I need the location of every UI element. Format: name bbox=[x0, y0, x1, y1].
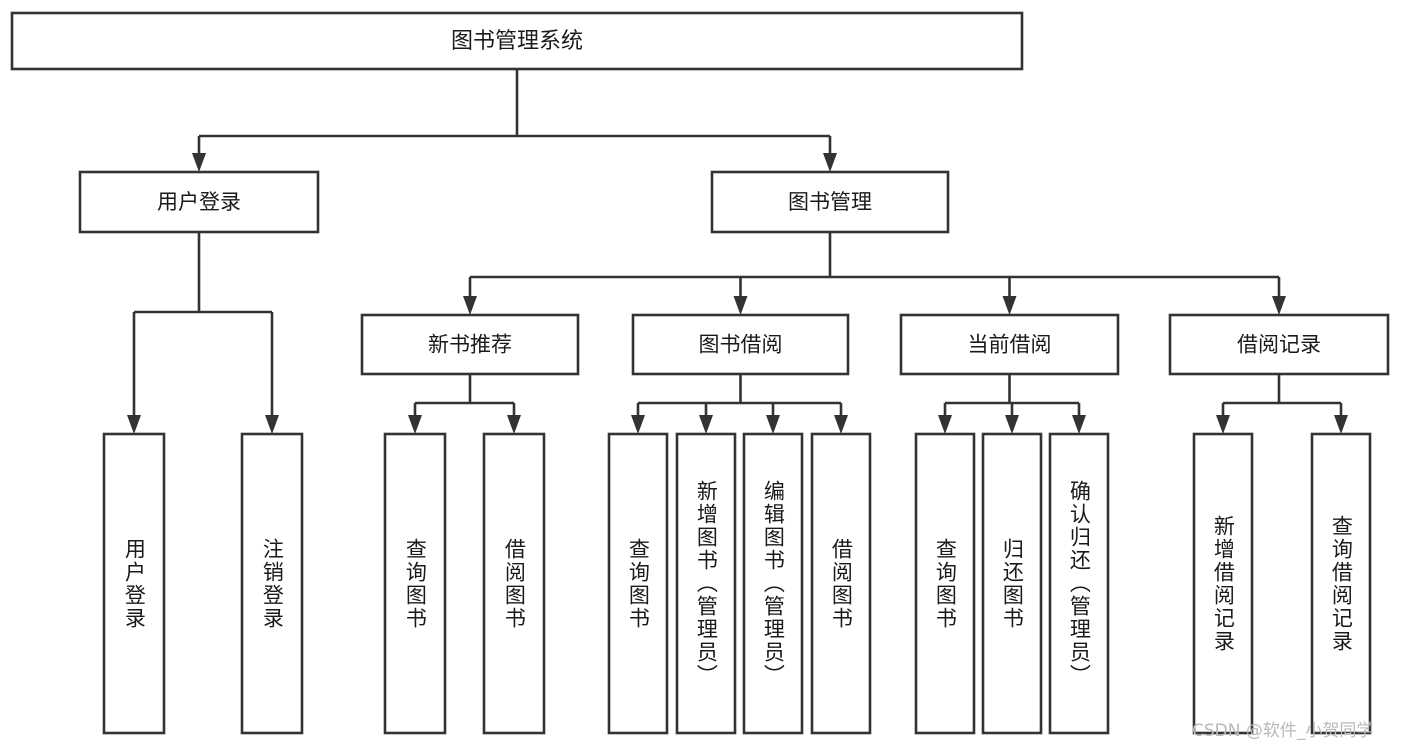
level3-node-3-label: 借阅记录 bbox=[1237, 333, 1321, 357]
leaf-node-2-box[interactable] bbox=[383, 432, 447, 735]
borrow-group-arrow-1 bbox=[699, 415, 713, 434]
leaf-node-5-box[interactable] bbox=[675, 432, 737, 735]
borrow-group-arrow-0 bbox=[631, 415, 645, 434]
arrow-to-level3-0 bbox=[463, 296, 477, 315]
leaf-node-12-box[interactable] bbox=[1310, 432, 1372, 735]
leaf-node-7-box[interactable] bbox=[810, 432, 872, 735]
leaf-node-9-box[interactable] bbox=[981, 432, 1043, 735]
level2-node-1-box[interactable] bbox=[710, 170, 950, 234]
borrow-group-arrow-2 bbox=[766, 415, 780, 434]
root-node-label: 图书管理系统 bbox=[451, 29, 583, 54]
arrow-to-level2-1 bbox=[823, 153, 837, 172]
arrow-to-level3-2 bbox=[1002, 296, 1017, 315]
newbook-group-arrow-0 bbox=[408, 415, 422, 434]
edge-layer bbox=[127, 69, 1348, 434]
level3-node-3-box[interactable] bbox=[1168, 313, 1390, 376]
level2-node-1-label: 图书管理 bbox=[788, 190, 872, 214]
newbook-group-arrow-1 bbox=[507, 415, 521, 434]
level2-node-0-box[interactable] bbox=[78, 170, 320, 234]
leaf-node-6-box[interactable] bbox=[742, 432, 804, 735]
level2-node-0-label: 用户登录 bbox=[157, 190, 241, 214]
arrow-to-level2-0 bbox=[192, 153, 206, 172]
record-group-arrow-1 bbox=[1334, 415, 1348, 434]
arrow-to-level3-3 bbox=[1272, 296, 1286, 315]
level3-node-2-box[interactable] bbox=[899, 313, 1120, 376]
current-group-arrow-2 bbox=[1072, 415, 1086, 434]
box-layer bbox=[10, 11, 1390, 735]
level3-node-1-box[interactable] bbox=[631, 313, 850, 376]
leaf-node-1-box[interactable] bbox=[240, 432, 304, 735]
leaf-node-3-box[interactable] bbox=[482, 432, 546, 735]
level3-node-0-box[interactable] bbox=[360, 313, 580, 376]
leaf-node-4-box[interactable] bbox=[607, 432, 669, 735]
level3-node-2-label: 当前借阅 bbox=[968, 333, 1052, 357]
leaf-node-8-box[interactable] bbox=[914, 432, 976, 735]
root-node-box[interactable] bbox=[10, 11, 1024, 71]
arrow-to-level3-1 bbox=[733, 296, 748, 315]
record-group-arrow-0 bbox=[1216, 415, 1230, 434]
level3-node-0-label: 新书推荐 bbox=[428, 333, 512, 357]
login-group-arrow-1 bbox=[265, 415, 279, 434]
borrow-group-arrow-3 bbox=[834, 415, 848, 434]
current-group-arrow-1 bbox=[1005, 415, 1019, 434]
leaf-node-10-box[interactable] bbox=[1048, 432, 1110, 735]
current-group-arrow-0 bbox=[938, 415, 952, 434]
level3-node-1-label: 图书借阅 bbox=[699, 333, 783, 357]
watermark-text: CSDN @软件_小贺同学 bbox=[1192, 721, 1374, 741]
leaf-node-11-box[interactable] bbox=[1192, 432, 1254, 735]
leaf-node-0-box[interactable] bbox=[102, 432, 166, 735]
login-group-arrow-0 bbox=[127, 415, 141, 434]
